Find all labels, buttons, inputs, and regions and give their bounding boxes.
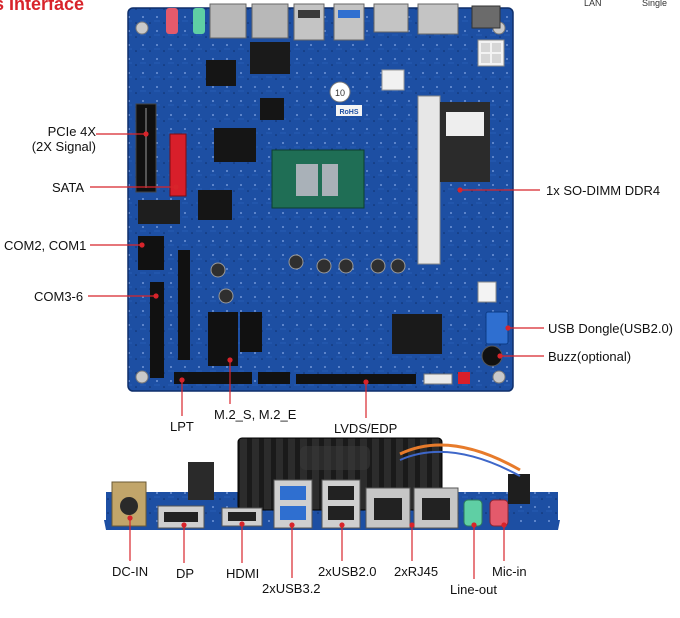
lvds-header <box>296 374 416 384</box>
chip-5 <box>138 200 180 224</box>
usb-dongle-port <box>485 311 509 345</box>
label-com2-com1: COM2, COM1 <box>4 238 87 253</box>
corner-label-right: Single <box>642 0 668 8</box>
rear-io-top <box>166 3 505 67</box>
label-usb32: 2xUSB3.2 <box>262 581 321 596</box>
chip-6 <box>250 42 290 74</box>
badge-rohs: RoHS <box>339 109 358 116</box>
hdmi-top <box>373 3 409 33</box>
qr-sticker <box>381 69 405 91</box>
audio-jack-green <box>193 8 205 34</box>
corner-label-left: LAN <box>584 0 602 8</box>
cable-orange <box>399 443 521 472</box>
rj45-top-1 <box>209 3 247 39</box>
audio-jack-red <box>166 8 178 34</box>
io-bracket-shadow <box>188 462 214 500</box>
white-connector-bottom <box>423 373 453 385</box>
sodimm-slot <box>417 95 441 265</box>
leader-lines <box>88 131 544 579</box>
header-2 <box>258 372 290 384</box>
com36-header <box>150 282 164 378</box>
battery-cable <box>458 372 470 384</box>
label-lpt: LPT <box>170 419 194 434</box>
m2-slot-2 <box>240 312 262 352</box>
label-sodimm: 1x SO-DIMM DDR4 <box>546 183 661 198</box>
label-buzz: Buzz(optional) <box>548 349 632 364</box>
sata-connector <box>169 133 187 197</box>
label-hdmi: HDMI <box>226 566 260 581</box>
memory-chip-column <box>178 250 190 360</box>
io-side-board <box>104 437 560 530</box>
label-pcie: PCIe 4X (2X Signal) <box>32 124 96 154</box>
mic-in-jack <box>489 499 509 527</box>
label-lvds: LVDS/EDP <box>334 421 398 436</box>
label-sata: SATA <box>51 180 84 195</box>
m2-slot-1 <box>208 312 238 366</box>
badge-win10: 10 <box>335 88 345 98</box>
dc-jack-top <box>471 5 501 29</box>
label-pcie-line2: (2X Signal) <box>31 139 96 154</box>
small-white-connector <box>477 281 497 303</box>
io-side-connector <box>508 474 530 504</box>
label-m2: M.2_S, M.2_E <box>214 407 297 422</box>
com12-header <box>138 236 164 270</box>
label-mic-in: Mic-in <box>492 564 527 579</box>
cpu-die-1 <box>296 164 318 196</box>
cable-blue <box>399 451 521 477</box>
chip-3 <box>206 60 236 86</box>
chip-7 <box>392 314 442 354</box>
label-line-out: Line-out <box>450 582 497 597</box>
usb-top-1 <box>293 3 325 41</box>
chip-1 <box>214 128 256 162</box>
dp-top <box>417 3 459 35</box>
chip-2 <box>198 190 232 220</box>
label-rj45: 2xRJ45 <box>394 564 439 579</box>
rj45-top-2 <box>251 3 289 39</box>
label-pcie-line1: PCIe 4X <box>47 124 96 139</box>
label-usb20: 2xUSB2.0 <box>318 564 377 579</box>
label-com3-6: COM3-6 <box>34 289 84 304</box>
top-board: 10 RoHS <box>127 3 514 392</box>
chip-4 <box>260 98 284 120</box>
label-dp: DP <box>176 566 195 581</box>
line-out-jack <box>463 499 483 527</box>
cpu-die-2 <box>322 164 338 196</box>
capacitor-row <box>210 254 406 304</box>
label-dc-in: DC-IN <box>112 564 149 579</box>
section-title: s Interface <box>0 0 85 14</box>
lpt-header <box>174 372 252 384</box>
usb-top-2 <box>333 3 365 41</box>
label-usb-dongle: USB Dongle(USB2.0) <box>548 321 673 336</box>
